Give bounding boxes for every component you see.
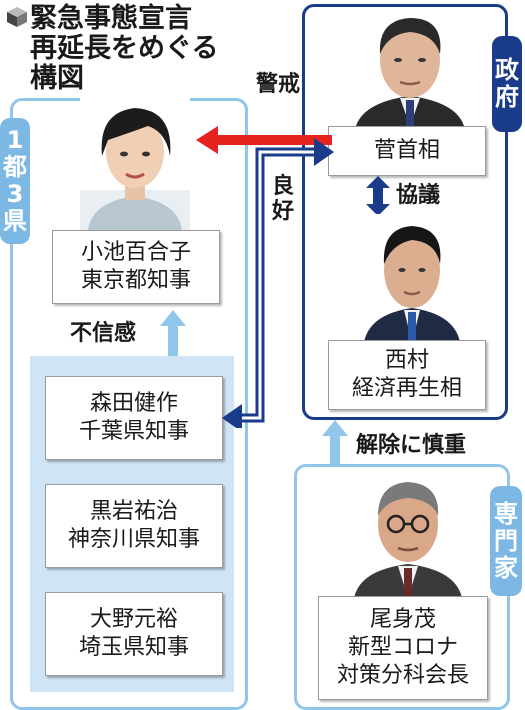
distrust-label: 不信感 xyxy=(70,321,137,346)
morita-name-box: 森田健作 千葉県知事 xyxy=(45,376,223,460)
title-line-1: 緊急事態宣言 xyxy=(30,3,192,34)
caution-arrow xyxy=(196,126,332,154)
experts-tab: 専 門 家 xyxy=(490,486,522,596)
careful-label: 解除に慎重 xyxy=(356,433,467,458)
suga-name-box: 菅首相 xyxy=(328,126,486,176)
consult-label: 協議 xyxy=(396,183,441,208)
suga-photo xyxy=(350,8,470,126)
nishimura-name-box: 西村 経済再生相 xyxy=(328,340,486,410)
omi-photo xyxy=(350,468,466,598)
distrust-arrow xyxy=(160,310,186,356)
omi-name-box: 尾身茂 新型コロナ 対策分科会長 xyxy=(318,596,488,700)
koike-name-box: 小池百合子 東京都知事 xyxy=(52,230,220,304)
title-line-2: 再延長をめぐる xyxy=(30,33,219,64)
koike-photo xyxy=(80,98,190,230)
consult-double-arrow xyxy=(366,176,390,216)
good-relation-arrow xyxy=(222,138,334,428)
prefectures-tab: 1 都 3 県 xyxy=(0,118,30,244)
careful-arrow xyxy=(322,420,348,466)
good-relation-label: 良 好 xyxy=(272,174,295,224)
government-tab: 政 府 xyxy=(492,36,522,132)
nishimura-photo xyxy=(362,214,462,342)
caution-label: 警 戒 xyxy=(256,72,301,97)
cube-icon xyxy=(7,7,27,27)
kuroiwa-name-box: 黒岩祐治 神奈川県知事 xyxy=(45,484,223,568)
diagram-title: 緊急事態宣言 再延長をめぐる 構図 xyxy=(30,4,280,94)
ohno-name-box: 大野元裕 埼玉県知事 xyxy=(45,592,223,676)
title-line-3: 構図 xyxy=(30,63,84,94)
